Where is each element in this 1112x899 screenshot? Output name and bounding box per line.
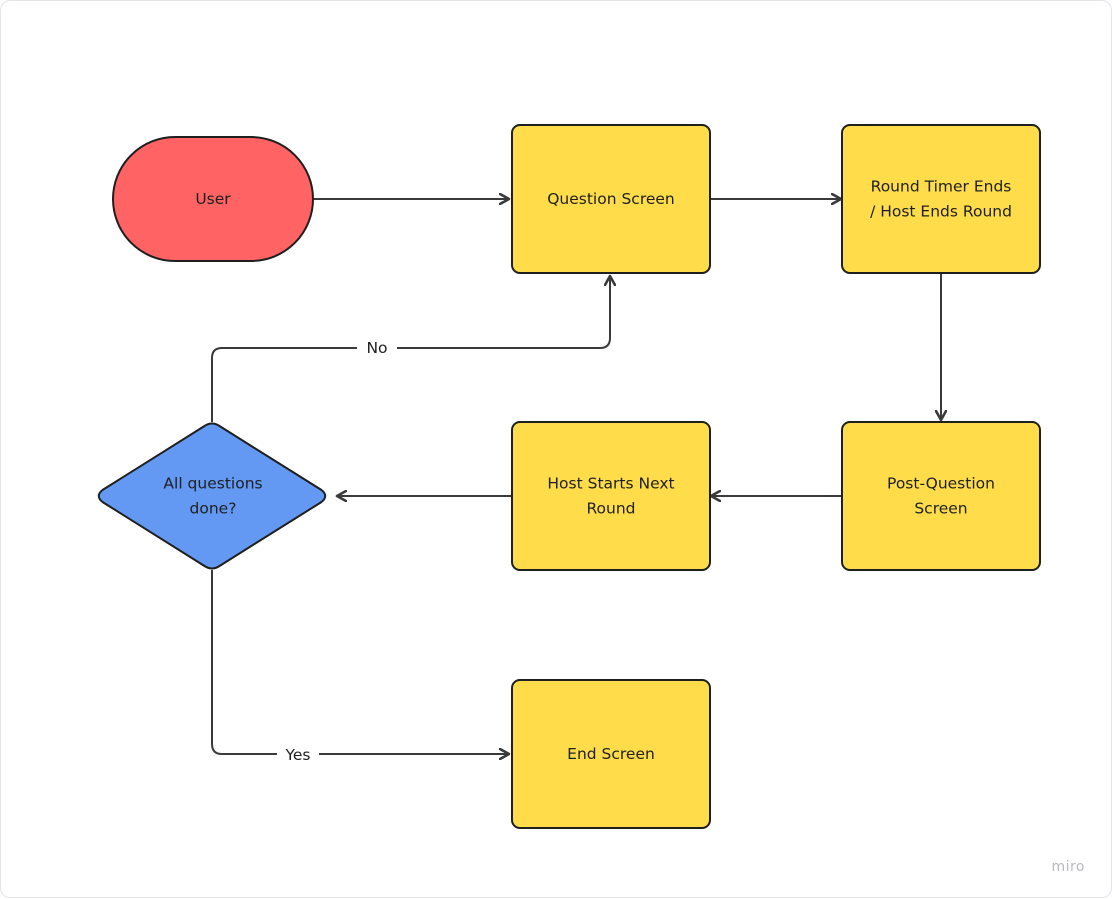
connector-decision-no-to-question-screen[interactable] bbox=[211, 276, 610, 422]
decision-label: All questions done? bbox=[163, 475, 262, 518]
node-all-questions-done[interactable]: All questions done? bbox=[97, 422, 327, 570]
label-line: Host Starts Next bbox=[547, 475, 674, 493]
label-line: Round bbox=[586, 500, 635, 518]
node-round-timer-ends[interactable]: Round Timer Ends / Host Ends Round bbox=[841, 124, 1041, 274]
user-terminal-shape bbox=[112, 136, 314, 262]
label-line: End Screen bbox=[567, 745, 655, 763]
end-screen-box bbox=[511, 679, 711, 829]
node-user[interactable]: User bbox=[112, 136, 314, 262]
label-line: User bbox=[195, 190, 231, 208]
node-question-screen[interactable]: Question Screen bbox=[511, 124, 711, 274]
miro-watermark: miro bbox=[1051, 859, 1085, 875]
label-line: Post-Question bbox=[887, 475, 995, 493]
host-starts-box bbox=[511, 421, 711, 571]
label-line: Screen bbox=[914, 500, 967, 518]
label-line: done? bbox=[190, 500, 237, 518]
question-screen-box bbox=[511, 124, 711, 274]
label-line: All questions bbox=[163, 475, 262, 493]
connector-decision-yes-to-end-screen[interactable] bbox=[211, 570, 509, 754]
edge-labels: No Yes bbox=[277, 337, 397, 765]
label-line: / Host Ends Round bbox=[870, 203, 1012, 221]
post-question-box bbox=[841, 421, 1041, 571]
yes-edge-label: Yes bbox=[284, 746, 310, 764]
label-line: Question Screen bbox=[547, 190, 675, 208]
round-timer-box bbox=[841, 124, 1041, 274]
end-screen-label: End Screen bbox=[567, 745, 655, 763]
node-end-screen[interactable]: End Screen bbox=[511, 679, 711, 829]
question-screen-label: Question Screen bbox=[547, 190, 675, 208]
label-line: Round Timer Ends bbox=[871, 178, 1012, 196]
decision-diamond bbox=[97, 422, 327, 570]
connectors bbox=[211, 199, 941, 754]
round-timer-label: Round Timer Ends / Host Ends Round bbox=[870, 178, 1012, 221]
no-edge-label: No bbox=[366, 339, 387, 357]
user-node-label: User bbox=[195, 190, 231, 208]
